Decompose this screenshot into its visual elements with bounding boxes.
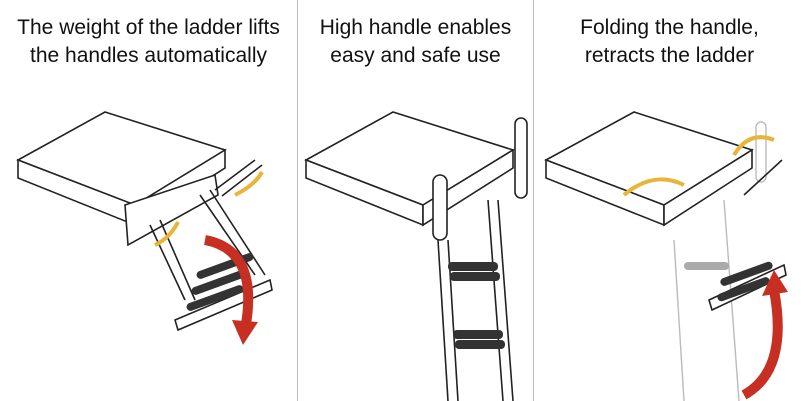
yellow-arrow-icon: [622, 177, 685, 197]
title-line: retracts the ladder: [584, 44, 755, 67]
panel-title: High handle enables easy and safe use: [298, 14, 533, 70]
panel-high-handle: High handle enables easy and safe use: [298, 0, 534, 401]
ladder-illustration-retracting: [544, 111, 788, 401]
panel-title: The weight of the ladder lifts the handl…: [0, 14, 297, 70]
ladder-illustration-deployed: [304, 111, 528, 401]
yellow-arrow-icon: [732, 135, 775, 157]
title-line: High handle enables: [319, 16, 512, 39]
title-line: The weight of the ladder lifts: [17, 16, 280, 39]
panel-folding-handle: Folding the handle, retracts the ladder: [534, 0, 805, 401]
panel-handles-lift: The weight of the ladder lifts the handl…: [0, 0, 298, 401]
yellow-arrow-icon: [154, 221, 180, 247]
panel-title: Folding the handle, retracts the ladder: [534, 14, 805, 70]
red-arrow-icon: [203, 235, 254, 331]
title-line: Folding the handle,: [580, 16, 759, 39]
title-line: the handles automatically: [30, 44, 267, 67]
ladder-illustration-lifting: [16, 111, 273, 345]
red-arrow-icon: [741, 289, 783, 400]
yellow-arrow-icon: [234, 170, 264, 197]
title-line: easy and safe use: [330, 44, 501, 67]
